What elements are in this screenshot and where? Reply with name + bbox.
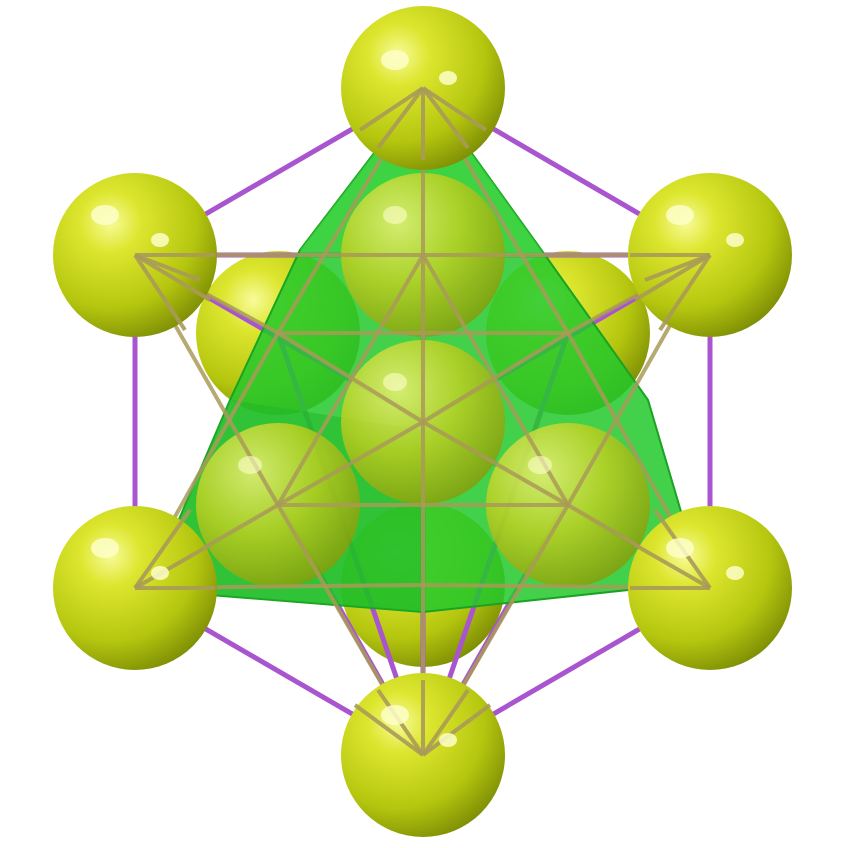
- outer-spokes: [133, 86, 712, 757]
- atom-highlights: [91, 50, 744, 747]
